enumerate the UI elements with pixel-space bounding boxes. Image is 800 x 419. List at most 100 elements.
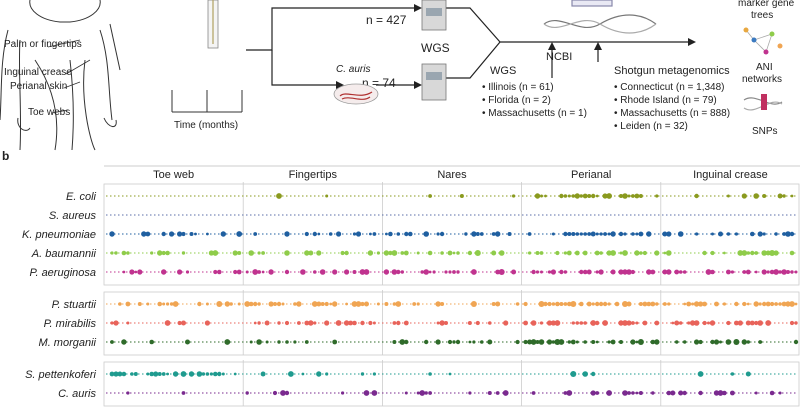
detection-dot (554, 339, 561, 345)
detection-dot (268, 301, 274, 307)
detection-dot (750, 250, 755, 256)
detection-dot (452, 251, 456, 255)
detection-dot (209, 372, 213, 376)
detection-dot (789, 301, 795, 307)
detection-dot (523, 301, 528, 307)
detection-dot (765, 320, 772, 326)
detection-dot (141, 231, 147, 237)
detection-dot (723, 251, 726, 255)
detection-dot (157, 250, 163, 256)
detection-dot (595, 232, 599, 236)
detection-dot (419, 390, 426, 396)
detection-dot (626, 269, 632, 275)
detection-dot (320, 302, 325, 306)
detection-dot (635, 321, 639, 325)
snp-dna-icon (743, 94, 783, 111)
sequencer-icon (421, 0, 447, 101)
detection-dot (794, 302, 798, 306)
detection-dot (558, 339, 565, 345)
detection-dot (705, 269, 712, 275)
detection-dot (488, 321, 492, 325)
detection-dot (313, 321, 317, 325)
detection-dot (666, 231, 672, 237)
detection-dot (284, 269, 290, 275)
detection-dot (363, 269, 370, 275)
detection-dot (713, 390, 720, 396)
detection-dot (185, 339, 190, 345)
detection-dot (204, 320, 210, 326)
detection-dot (579, 194, 583, 198)
detection-dot (698, 339, 703, 345)
detection-dot (396, 320, 401, 326)
detection-dot (253, 232, 258, 236)
detection-dot (161, 250, 166, 256)
detection-dot (189, 232, 194, 236)
detection-dot (523, 320, 528, 326)
detection-dot (583, 340, 587, 344)
detection-dot (133, 372, 138, 376)
detection-dot (635, 232, 639, 236)
detection-dot (762, 232, 766, 236)
panel-b-label: b (2, 149, 9, 163)
detection-dot (559, 269, 564, 275)
detection-dot (325, 194, 329, 198)
detection-dot (689, 320, 696, 326)
wgs-list: • Illinois (n = 61) • Florida (n = 2) • … (482, 82, 587, 119)
detection-dot (610, 339, 616, 345)
detection-dot (169, 302, 174, 306)
detection-dot (598, 301, 604, 307)
detection-dot (559, 193, 564, 199)
detection-dot (663, 251, 667, 255)
detection-dot (157, 372, 162, 376)
detection-dot (172, 371, 179, 377)
detection-dot (631, 321, 635, 325)
detection-dot (252, 269, 259, 275)
detection-dot (534, 193, 541, 199)
detection-dot (475, 232, 480, 236)
detection-dot (650, 269, 656, 275)
detection-dot (599, 251, 603, 255)
detection-dot (614, 301, 620, 307)
detection-dot (770, 301, 775, 307)
detection-dot (742, 301, 747, 307)
detection-dot (654, 320, 660, 326)
detection-dot (587, 232, 592, 236)
detection-dot (491, 250, 497, 256)
detection-dot (236, 231, 243, 237)
detection-dot (344, 269, 350, 275)
species-label: M. morganii (39, 337, 97, 349)
detection-dot (439, 320, 445, 326)
detection-dot (623, 232, 627, 236)
snps-label: SNPs (752, 126, 778, 137)
detection-dot (244, 301, 251, 307)
detection-dot (495, 301, 501, 307)
detection-dot (698, 301, 704, 307)
detection-dot (694, 193, 699, 199)
detection-dot (582, 371, 588, 377)
detection-dot (535, 340, 540, 344)
detection-dot (619, 194, 623, 198)
detection-dot (213, 371, 218, 377)
detection-dot (662, 302, 667, 306)
detection-dot (166, 372, 170, 376)
detection-dot (595, 301, 600, 307)
detection-dot (360, 372, 365, 376)
detection-dot (126, 251, 130, 255)
detection-dot (650, 301, 656, 307)
detection-dot (345, 302, 348, 306)
detection-dot (113, 371, 119, 377)
species-label: E. coli (66, 191, 97, 203)
detection-dot (217, 269, 222, 275)
detection-dot (257, 270, 261, 274)
detection-dot (574, 250, 580, 256)
detection-dot (563, 251, 568, 255)
detection-dot (778, 270, 782, 274)
detection-dot (606, 390, 612, 396)
detection-dot (257, 251, 261, 255)
detection-dot (595, 270, 599, 274)
site-label: Toe webs (28, 107, 70, 118)
list-item: • Illinois (n = 61) (482, 82, 554, 93)
detection-dot (300, 269, 306, 275)
detection-dot (109, 371, 115, 377)
